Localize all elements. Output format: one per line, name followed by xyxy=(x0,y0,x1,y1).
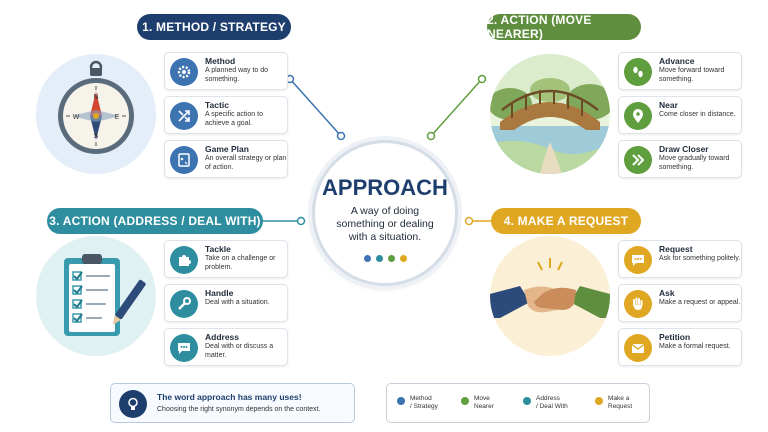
crossed-arrows-icon xyxy=(170,102,198,130)
legend-item-address: Address / Deal With xyxy=(523,395,574,411)
card-desc: Move gradually toward something. xyxy=(659,155,730,171)
legend-dot xyxy=(595,397,603,405)
envelope-icon xyxy=(624,334,652,362)
card-desc: A specific action to achieve a goal. xyxy=(205,111,263,127)
footprints-icon xyxy=(624,58,652,86)
svg-text:E: E xyxy=(115,114,120,121)
card-desc: Come closer in distance. xyxy=(659,111,736,118)
speech-bubble-icon xyxy=(170,334,198,362)
legend-label: Method / Strategy xyxy=(410,395,438,410)
legend-label: Make a Request xyxy=(608,395,633,410)
gear-icon xyxy=(170,58,198,86)
svg-text:S: S xyxy=(94,133,99,140)
card-near[interactable]: Near Come closer in distance. xyxy=(618,96,742,134)
card-advance[interactable]: Advance Move forward toward something. xyxy=(618,52,742,90)
legend-label: Move Nearer xyxy=(474,395,494,410)
bridge-illustration xyxy=(490,54,610,174)
dot-blue xyxy=(363,255,371,262)
double-chevron-icon xyxy=(624,146,652,174)
compass-icon: N S W E xyxy=(58,60,134,154)
card-address[interactable]: Address Deal with or discuss a matter. xyxy=(164,328,288,366)
card-desc: Take on a challenge or problem. xyxy=(205,255,276,271)
card-method[interactable]: Method A planned way to do something. xyxy=(164,52,288,90)
location-pin-icon xyxy=(624,102,652,130)
compass-illustration: N S W E xyxy=(36,54,156,174)
legend-dot xyxy=(523,397,531,405)
tip-title: The word approach has many uses! xyxy=(157,392,302,402)
card-title: Draw Closer xyxy=(659,144,709,154)
card-title: Address xyxy=(205,332,240,342)
legend-item-move: Move Nearer xyxy=(461,395,512,411)
checklist-clipboard-icon xyxy=(64,254,146,336)
card-tackle[interactable]: Tackle Take on a challenge or problem. xyxy=(164,240,288,278)
section-1-pill: 1. METHOD / STRATEGY xyxy=(137,14,291,40)
legend: Method / Strategy Move Nearer Address / … xyxy=(386,383,650,423)
svg-text:W: W xyxy=(73,114,80,121)
center-definition: A way of doing something or dealing with… xyxy=(336,205,434,243)
card-desc: Deal with or discuss a matter. xyxy=(205,343,274,359)
bridge-icon xyxy=(490,54,610,174)
card-desc: Deal with a situation. xyxy=(205,299,270,306)
card-title: Ask xyxy=(659,288,675,298)
card-desc: A planned way to do something. xyxy=(205,67,269,83)
card-title: Handle xyxy=(205,288,234,298)
tip-box: The word approach has many uses! Choosin… xyxy=(110,383,355,423)
card-tactic[interactable]: Tactic A specific action to achieve a go… xyxy=(164,96,288,134)
legend-dot xyxy=(397,397,405,405)
card-title: Near xyxy=(659,100,678,110)
section-3-pill: 3. ACTION (ADDRESS / DEAL WITH) xyxy=(47,208,263,234)
card-title: Advance xyxy=(659,56,695,66)
card-desc: Move forward toward something. xyxy=(659,67,725,83)
card-desc: Ask for something politely. xyxy=(659,255,741,262)
center-dots xyxy=(315,255,455,262)
card-desc: An overall strategy or plan of action. xyxy=(205,155,287,171)
legend-item-request: Make a Request xyxy=(595,395,646,411)
legend-label: Address / Deal With xyxy=(536,395,568,410)
puzzle-icon xyxy=(170,246,198,274)
handshake-illustration xyxy=(490,236,610,356)
card-request[interactable]: Request Ask for something politely. xyxy=(618,240,742,278)
svg-text:N: N xyxy=(93,94,98,101)
center-concept: APPROACH A way of doing something or dea… xyxy=(312,140,458,286)
card-title: Tactic xyxy=(205,100,229,110)
dot-yellow xyxy=(399,255,407,262)
raised-hand-icon xyxy=(624,290,652,318)
card-title: Petition xyxy=(659,332,691,342)
strategy-board-icon xyxy=(170,146,198,174)
dot-teal xyxy=(375,255,383,262)
tip-text: Choosing the right synonym depends on th… xyxy=(157,406,321,413)
card-title: Game Plan xyxy=(205,144,249,154)
card-handle[interactable]: Handle Deal with a situation. xyxy=(164,284,288,322)
card-petition[interactable]: Petition Make a formal request. xyxy=(618,328,742,366)
legend-item-method: Method / Strategy xyxy=(397,395,448,411)
section-2-pill: 2. ACTION (MOVE NEARER) xyxy=(487,13,641,41)
card-title: Tackle xyxy=(205,244,231,254)
chat-bubble-icon xyxy=(624,246,652,274)
card-desc: Make a request or appeal. xyxy=(659,299,741,306)
lightbulb-icon xyxy=(119,390,147,418)
card-title: Method xyxy=(205,56,236,66)
card-ask[interactable]: Ask Make a request or appeal. xyxy=(618,284,742,322)
card-desc: Make a formal request. xyxy=(659,343,731,350)
center-title: APPROACH xyxy=(322,175,448,200)
wrench-icon xyxy=(170,290,198,318)
legend-dot xyxy=(461,397,469,405)
section-4-pill: 4. MAKE A REQUEST xyxy=(491,208,641,234)
dot-green xyxy=(387,255,395,262)
card-title: Request xyxy=(659,244,693,254)
clipboard-illustration xyxy=(36,236,156,356)
card-game-plan[interactable]: Game Plan An overall strategy or plan of… xyxy=(164,140,288,178)
card-draw-closer[interactable]: Draw Closer Move gradually toward someth… xyxy=(618,140,742,178)
handshake-icon xyxy=(490,258,610,318)
